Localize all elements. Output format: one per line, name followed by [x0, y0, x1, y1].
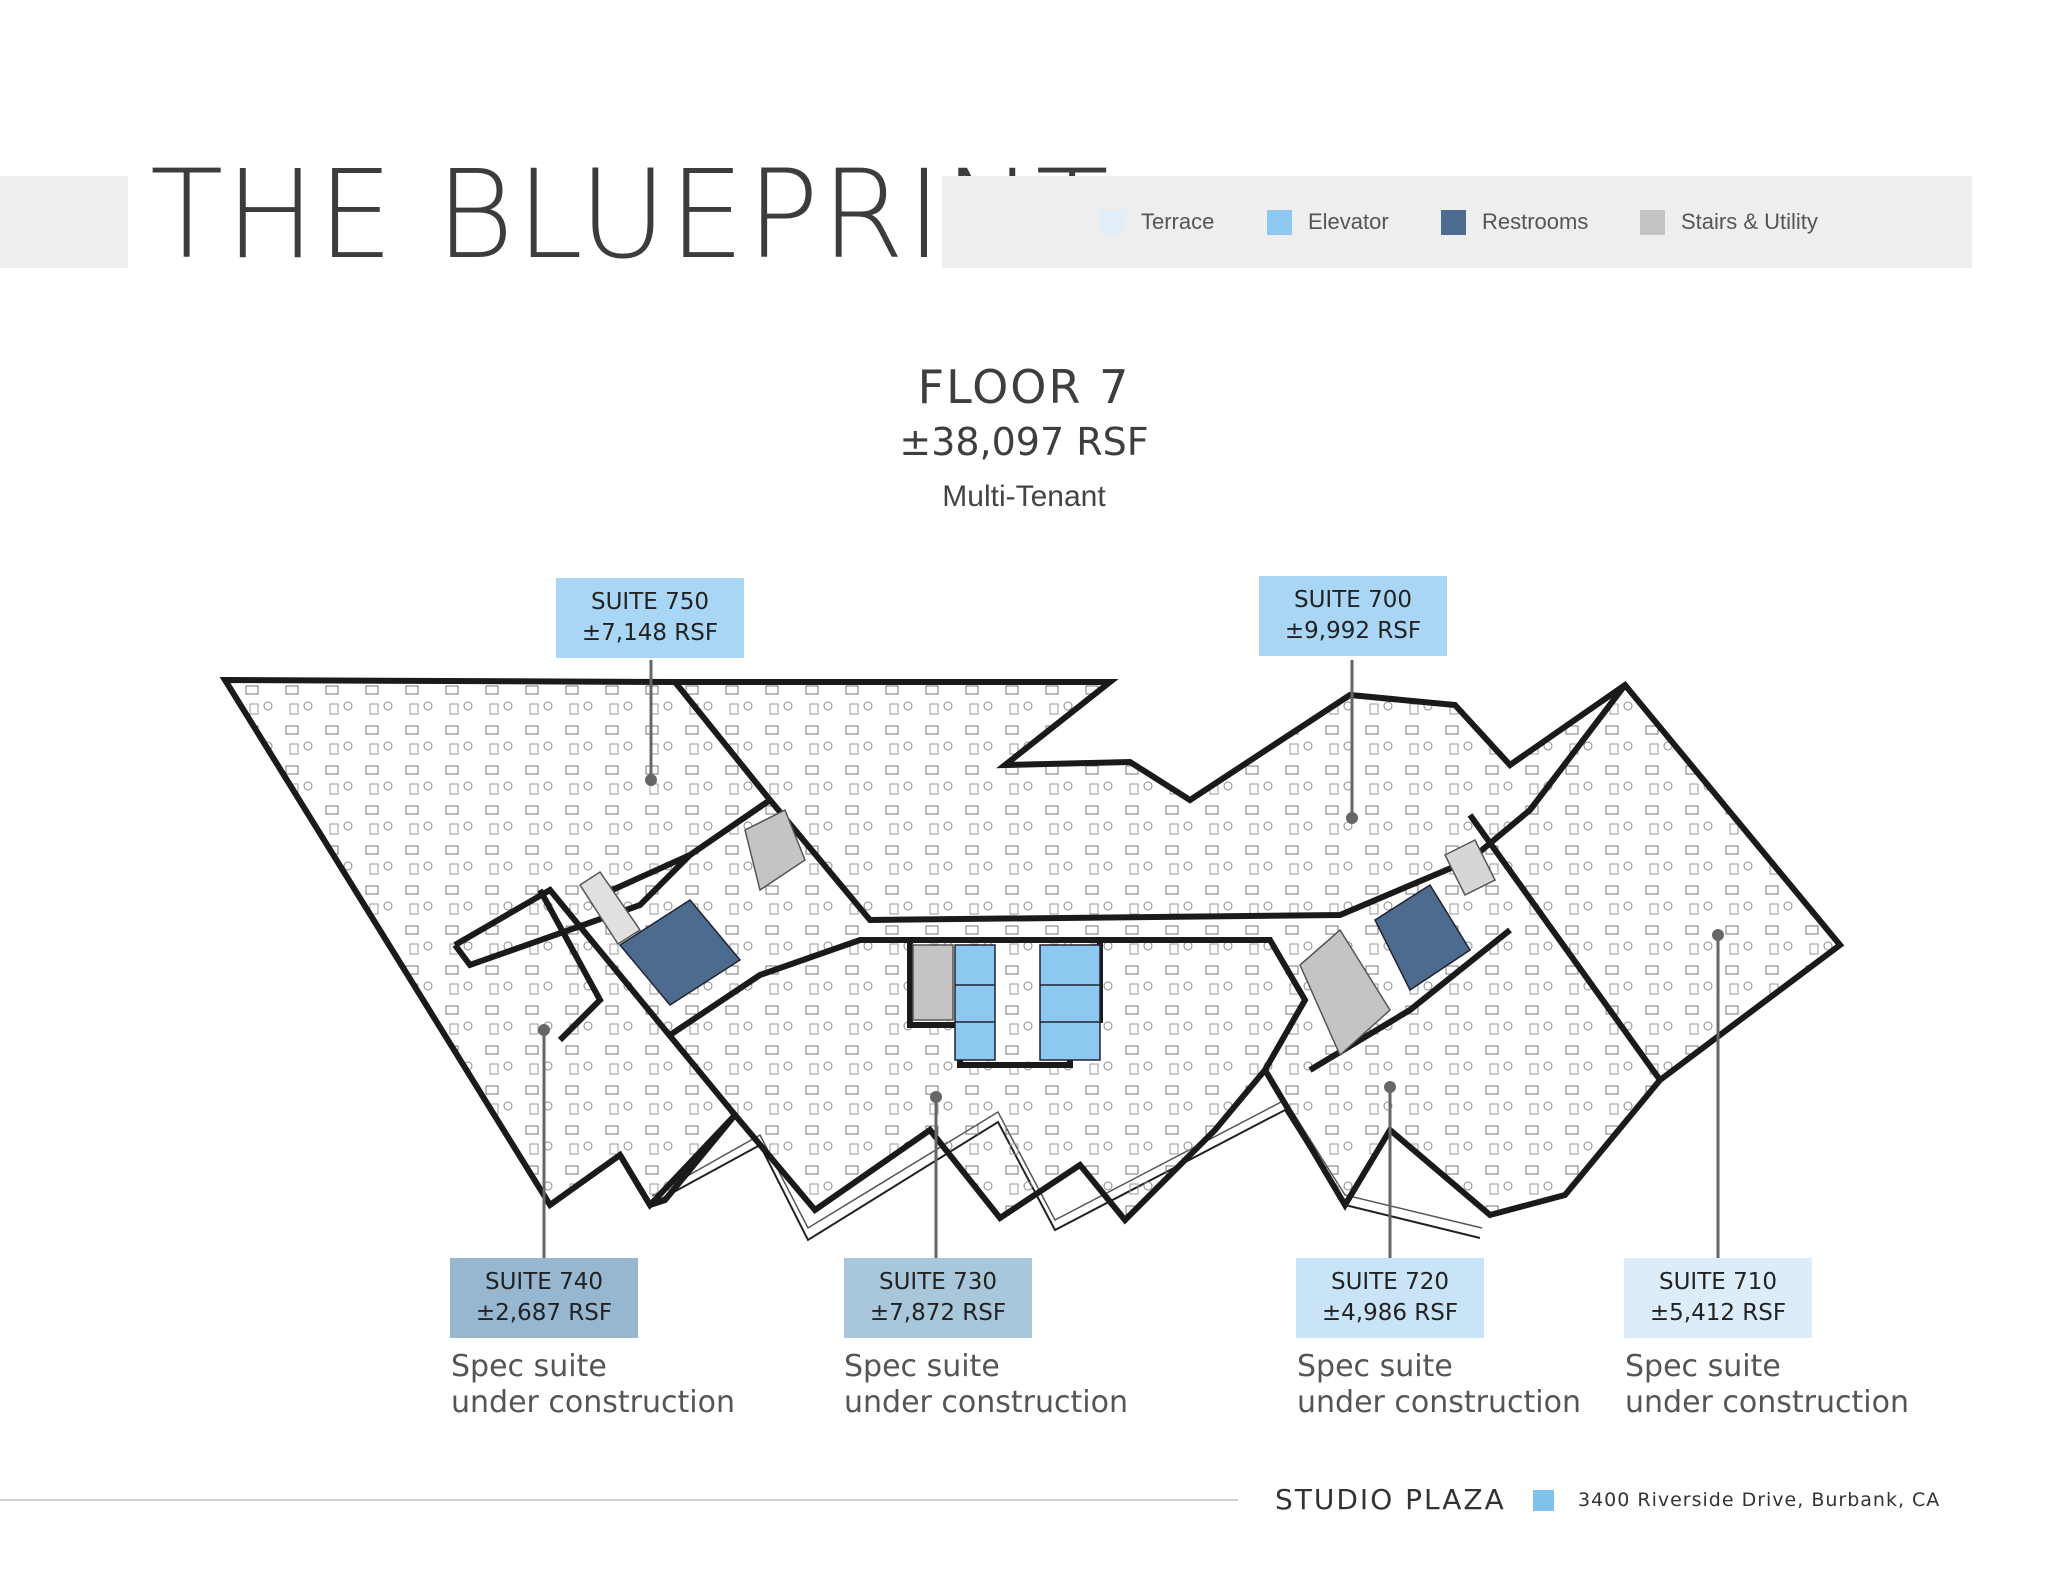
footer-divider [0, 1499, 1238, 1501]
stairs-utility-area [578, 870, 642, 946]
suite-720-leader-dot [1384, 1081, 1396, 1093]
terrace-swatch-icon [1100, 209, 1125, 235]
stairs-utility-swatch-icon [1640, 209, 1665, 235]
suite-rsf: ±4,986 RSF [1321, 1300, 1459, 1326]
suite-750-label: SUITE 750 ±7,148 RSF [556, 578, 744, 658]
suite-name: SUITE 720 [1330, 1269, 1449, 1295]
suite-rsf: ±9,992 RSF [1284, 618, 1422, 644]
suite-name: SUITE 750 [590, 589, 709, 615]
stairs-utility-area [912, 944, 954, 1021]
suite-740-walls [453, 886, 739, 1210]
suite-720-label: SUITE 720 ±4,986 RSF [1296, 1258, 1484, 1338]
suite-note-line: under construction [1297, 1385, 1581, 1420]
suite-rsf: ±7,148 RSF [581, 620, 719, 646]
suite-name: SUITE 740 [484, 1269, 603, 1295]
suite-720-note: Spec suite under construction [1297, 1349, 1581, 1421]
suite-name: SUITE 700 [1293, 587, 1412, 613]
suite-rsf: ±5,412 RSF [1649, 1300, 1787, 1326]
suite-740-leader-dot [538, 1024, 550, 1036]
suite-note-line: Spec suite [1297, 1349, 1453, 1384]
legend-label: Stairs & Utility [1681, 209, 1818, 234]
suite-710-note: Spec suite under construction [1625, 1349, 1909, 1421]
stairs-utility-area [744, 808, 806, 892]
suite-750-leader-dot [645, 774, 657, 786]
building-outline [219, 676, 1845, 1225]
legend-label: Terrace [1141, 209, 1215, 234]
suite-name: SUITE 710 [1658, 1269, 1777, 1295]
legend-item-terrace: Terrace [1100, 176, 1214, 268]
restrooms-swatch-icon [1441, 209, 1466, 235]
suite-700-leader-dot [1346, 812, 1358, 824]
header-left-band [0, 176, 128, 268]
suite-note-line: Spec suite [1625, 1349, 1781, 1384]
suite-700-label: SUITE 700 ±9,992 RSF [1259, 576, 1447, 656]
footer-address: 3400 Riverside Drive, Burbank, CA [1578, 1489, 1941, 1511]
suite-710-leader-dot [1712, 929, 1724, 941]
elevator-area [954, 944, 996, 1061]
restrooms-area [618, 899, 742, 1006]
stairs-utility-area [1299, 928, 1391, 1057]
legend-label: Elevator [1308, 209, 1389, 234]
suite-note-line: Spec suite [451, 1349, 607, 1384]
suite-rsf: ±2,687 RSF [475, 1300, 613, 1326]
suite-710-label: SUITE 710 ±5,412 RSF [1624, 1258, 1812, 1338]
restrooms-area [1374, 883, 1472, 992]
suite-note-line: Spec suite [844, 1349, 1000, 1384]
elevator-area [1039, 944, 1101, 1061]
legend-label: Restrooms [1482, 209, 1589, 234]
suite-note-line: under construction [844, 1385, 1128, 1420]
suite-730-label: SUITE 730 ±7,872 RSF [844, 1258, 1032, 1338]
legend-item-stairs-utility: Stairs & Utility [1640, 176, 1818, 268]
suite-note-line: under construction [1625, 1385, 1909, 1420]
legend-item-restrooms: Restrooms [1441, 176, 1588, 268]
legend: Terrace Elevator Restrooms Stairs & Util… [942, 176, 1972, 268]
stairs-utility-area [1443, 838, 1497, 897]
suite-740-label: SUITE 740 ±2,687 RSF [450, 1258, 638, 1338]
suite-rsf: ±7,872 RSF [869, 1300, 1007, 1326]
suite-note-line: under construction [451, 1385, 735, 1420]
suite-730-note: Spec suite under construction [844, 1349, 1128, 1421]
legend-item-elevator: Elevator [1267, 176, 1389, 268]
suite-730-leader-dot [930, 1091, 942, 1103]
footer-square-icon [1533, 1490, 1554, 1511]
suite-name: SUITE 730 [878, 1269, 997, 1295]
elevator-swatch-icon [1267, 209, 1292, 235]
floor-rsf: ±38,097 RSF [899, 420, 1149, 464]
suite-740-note: Spec suite under construction [451, 1349, 735, 1421]
suite-750-walls [452, 680, 775, 1043]
suite-700-walls [767, 798, 1472, 924]
floor-type: Multi-Tenant [942, 480, 1106, 513]
footer-building-name: STUDIO PLAZA [1275, 1483, 1506, 1516]
floor-title: FLOOR 7 [917, 360, 1131, 414]
